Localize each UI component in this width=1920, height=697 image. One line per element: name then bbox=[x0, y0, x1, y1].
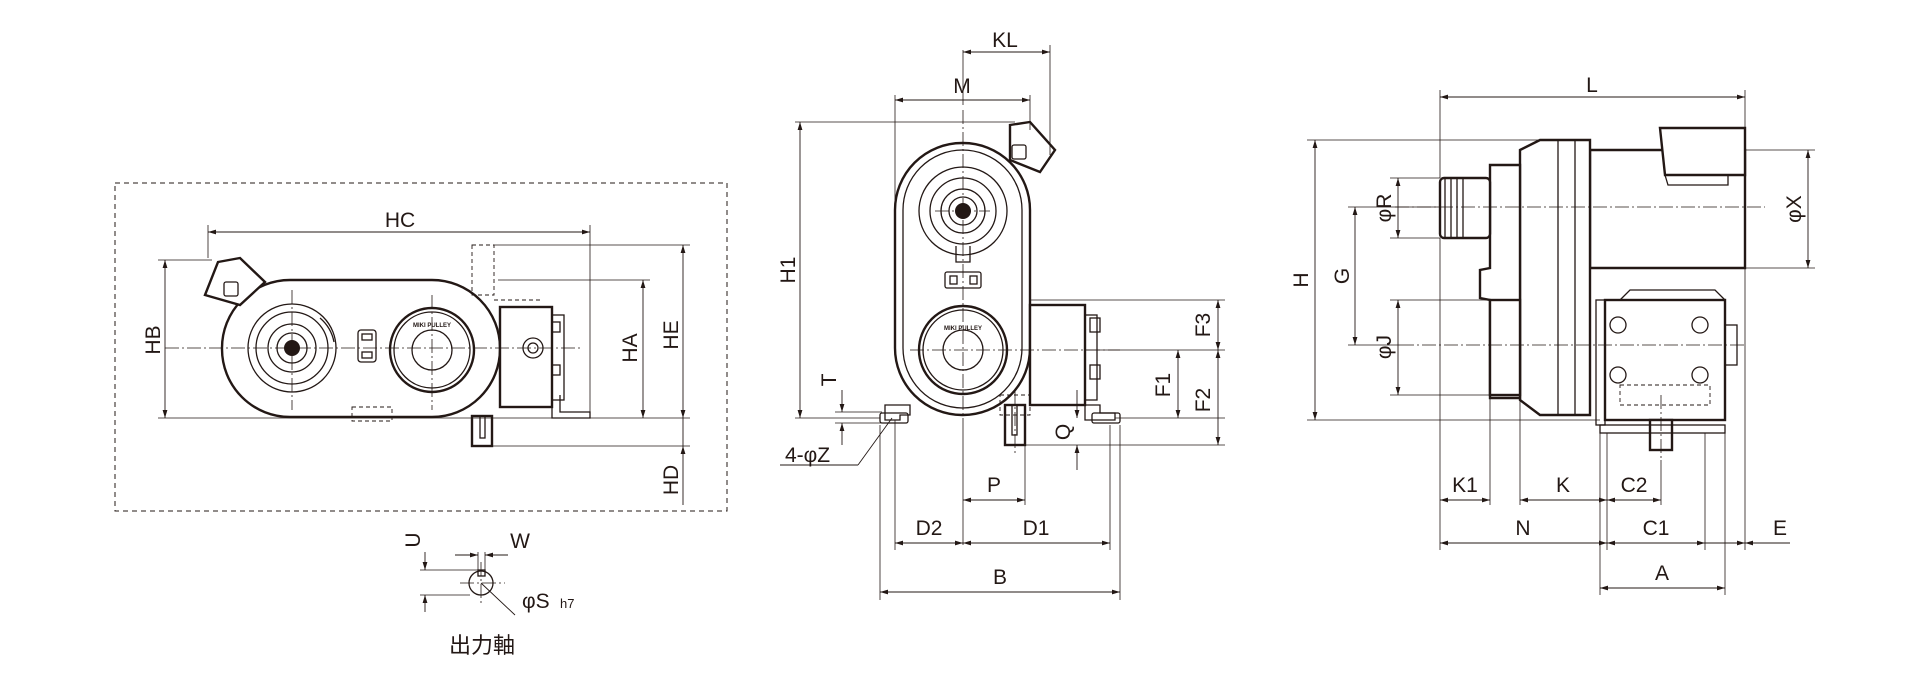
output-shaft-detail: W U φS h7 出力軸 bbox=[402, 530, 574, 659]
label-f2: F2 bbox=[1192, 388, 1215, 413]
label-f1: F1 bbox=[1152, 373, 1175, 398]
adjust-knob-front bbox=[1008, 120, 1057, 174]
lower-hub bbox=[1488, 298, 1522, 397]
label-z: 4-φZ bbox=[785, 444, 830, 467]
label-hb: HB bbox=[142, 325, 165, 354]
housing bbox=[220, 278, 502, 419]
label-p: P bbox=[987, 474, 1001, 497]
label-h: H bbox=[1290, 272, 1313, 287]
label-j: φJ bbox=[1373, 335, 1396, 359]
label-u: U bbox=[402, 532, 425, 547]
label-g: G bbox=[1331, 268, 1354, 284]
label-m: M bbox=[953, 75, 971, 98]
label-k: K bbox=[1556, 474, 1570, 497]
label-c2: C2 bbox=[1621, 474, 1648, 497]
label-s: φS bbox=[522, 590, 550, 613]
brand-text-front: MIKI PULLEY bbox=[944, 326, 982, 332]
housing-front bbox=[893, 141, 1032, 417]
label-e: E bbox=[1773, 517, 1787, 540]
optional-outline-box bbox=[114, 182, 728, 512]
label-s-tolerance: h7 bbox=[560, 596, 574, 611]
gearbox bbox=[498, 305, 554, 409]
label-r: φR bbox=[1373, 194, 1396, 223]
label-hd: HD bbox=[660, 465, 683, 495]
label-a: A bbox=[1655, 562, 1669, 585]
label-t: T bbox=[818, 373, 841, 386]
gearbox-front bbox=[1028, 303, 1087, 407]
label-q: Q bbox=[1052, 424, 1075, 440]
label-ha: HA bbox=[619, 333, 642, 362]
label-x: φX bbox=[1783, 195, 1806, 223]
label-kl: KL bbox=[992, 29, 1018, 52]
front-view: MIKI PULLEY KL M H1 bbox=[777, 29, 1225, 600]
label-h1: H1 bbox=[777, 257, 800, 284]
label-f3: F3 bbox=[1192, 313, 1215, 338]
output-shaft bbox=[470, 414, 494, 448]
top-view: MIKI PULLEY HC HB HA bbox=[114, 182, 728, 512]
input-hub bbox=[1438, 176, 1492, 240]
label-output-shaft: 出力軸 bbox=[449, 634, 515, 659]
terminal-box bbox=[1658, 126, 1747, 177]
housing-side bbox=[1518, 138, 1592, 417]
label-b: B bbox=[993, 566, 1007, 589]
label-k1: K1 bbox=[1452, 474, 1478, 497]
label-c1: C1 bbox=[1643, 517, 1670, 540]
side-view: L H G φR φJ φX K bbox=[1290, 74, 1815, 595]
label-d1: D1 bbox=[1023, 517, 1050, 540]
label-hc: HC bbox=[385, 209, 415, 232]
label-l: L bbox=[1586, 74, 1598, 97]
label-he: HE bbox=[660, 320, 683, 349]
label-n: N bbox=[1515, 517, 1530, 540]
label-d2: D2 bbox=[916, 517, 943, 540]
label-w: W bbox=[510, 530, 530, 553]
